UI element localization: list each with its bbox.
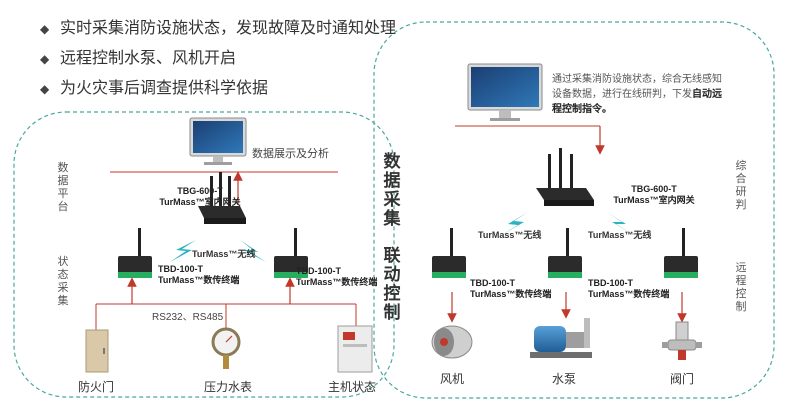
description-bold: 自动远程控制指令。 <box>552 89 722 115</box>
valve-icon <box>662 321 702 360</box>
bullet-text: 实时采集消防设施状态，发现故障及时通知处理 <box>60 20 397 37</box>
terminal-device-icon <box>664 228 698 278</box>
monitor-icon <box>467 63 543 121</box>
data-platform-label: 数据平台 <box>57 162 69 213</box>
description-plain: 通过采集消防设施状态，综合无线感知设备数据，进行在线研判，下发 <box>552 74 722 100</box>
left-panel-border <box>13 111 395 398</box>
description-text: 通过采集消防设施状态，综合无线感知设备数据，进行在线研判，下发自动远程控制指令。 <box>552 72 722 117</box>
device-caption-valve: 阀门 <box>670 372 695 386</box>
gateway-name: TurMass™室内网关 <box>613 195 695 205</box>
terminal-left-label: TBD-100-T TurMass™数传终端 <box>470 278 551 300</box>
wireless-bolt-icon <box>240 240 266 262</box>
terminal-name: TurMass™数传终端 <box>588 289 670 299</box>
terminal-device-icon <box>548 228 582 278</box>
device-caption-fan: 风机 <box>440 372 465 386</box>
gateway-device-icon <box>536 148 594 206</box>
terminal-right-label: TBD-100-T TurMass™数传终端 <box>588 278 669 300</box>
gateway-label: TBG-600-T TurMass™室内网关 <box>600 184 708 206</box>
bullet-text: 为火灾事后调查提供科学依据 <box>60 80 269 97</box>
monitor-icon <box>189 117 247 165</box>
terminal-model: TBD-100-T <box>588 278 634 288</box>
diamond-icon: ◆ <box>40 82 50 96</box>
terminal-name: TurMass™数传终端 <box>296 277 378 287</box>
gateway-name: TurMass™室内网关 <box>159 197 241 207</box>
remote-control-label: 远程控制 <box>735 262 747 313</box>
display-caption: 数据展示及分析 <box>252 148 329 160</box>
pump-icon <box>530 318 592 358</box>
device-caption-host-state: 主机状态 <box>328 380 377 394</box>
terminal-model: TBD-100-T <box>470 278 516 288</box>
wireless-bolt-icon <box>500 212 528 236</box>
bullet-item-1: ◆ 实时采集消防设施状态，发现故障及时通知处理 <box>40 14 396 38</box>
terminal-right-label: TBD-100-T TurMass™数传终端 <box>296 266 377 288</box>
right-panel-border <box>373 21 775 399</box>
bus-label: RS232、RS485 <box>152 312 224 323</box>
device-caption-pressure-gauge: 压力水表 <box>204 380 253 394</box>
state-collect-label: 状态采集 <box>57 256 69 307</box>
bullet-item-3: ◆ 为火灾事后调查提供科学依据 <box>40 74 268 98</box>
terminal-model: TBD-100-T <box>296 266 342 276</box>
gateway-label: TBG-600-T TurMass™室内网关 <box>140 186 260 208</box>
wireless-label: TurMass™无线 <box>588 230 652 240</box>
host-cabinet-icon <box>337 325 373 373</box>
bullet-text: 远程控制水泵、风机开启 <box>60 50 237 67</box>
wireless-label: TurMass™无线 <box>192 249 256 259</box>
terminal-name: TurMass™数传终端 <box>470 289 552 299</box>
terminal-device-icon <box>432 228 466 278</box>
center-title-collect: 数据采集 <box>383 152 401 228</box>
fire-door-icon <box>85 329 109 373</box>
device-caption-pump: 水泵 <box>552 372 577 386</box>
device-caption-fire-door: 防火门 <box>78 380 115 394</box>
gateway-model: TBG-600-T <box>177 186 223 196</box>
wireless-label: TurMass™无线 <box>478 230 542 240</box>
bullet-item-2: ◆ 远程控制水泵、风机开启 <box>40 44 236 68</box>
terminal-left-label: TBD-100-T TurMass™数传终端 <box>158 264 239 286</box>
diamond-icon: ◆ <box>40 22 50 36</box>
wireless-bolt-icon <box>606 212 636 236</box>
terminal-model: TBD-100-T <box>158 264 204 274</box>
pressure-gauge-icon <box>211 327 241 369</box>
terminal-device-icon <box>274 228 308 278</box>
terminal-device-icon <box>118 228 152 278</box>
gateway-model: TBG-600-T <box>631 184 677 194</box>
gateway-device-icon <box>198 172 246 224</box>
terminal-name: TurMass™数传终端 <box>158 275 240 285</box>
fan-icon <box>431 325 473 359</box>
center-title-control: 联动控制 <box>383 246 401 322</box>
judge-label: 综合研判 <box>735 160 747 211</box>
diamond-icon: ◆ <box>40 52 50 66</box>
